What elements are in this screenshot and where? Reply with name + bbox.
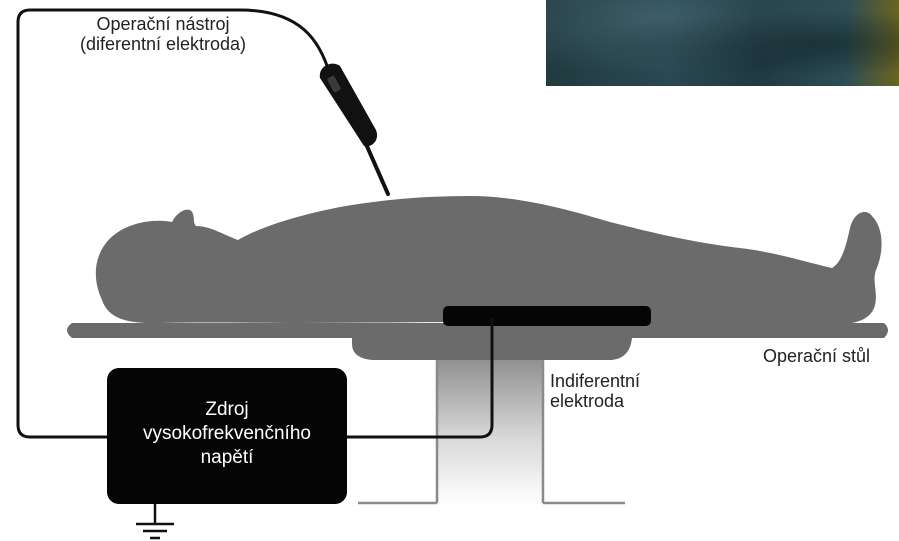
power-source-label: Zdroj vysokofrekvenčního napětí bbox=[107, 398, 347, 470]
instrument-label: Operační nástroj (diferentní elektroda) bbox=[48, 14, 278, 54]
indifferent-label-line1: Indiferentní bbox=[550, 371, 640, 391]
indifferent-label-line2: elektroda bbox=[550, 391, 640, 411]
surgical-instrument bbox=[320, 64, 388, 194]
power-label-line3: napětí bbox=[107, 446, 347, 470]
indifferent-electrode-pad bbox=[443, 306, 651, 326]
power-label-line2: vysokofrekvenčního bbox=[107, 422, 347, 446]
instrument-label-line2: (diferentní elektroda) bbox=[48, 34, 278, 54]
indifferent-electrode-label: Indiferentní elektroda bbox=[550, 371, 640, 411]
power-label-line1: Zdroj bbox=[107, 398, 347, 422]
instrument-label-line1: Operační nástroj bbox=[48, 14, 278, 34]
operating-table-label: Operační stůl bbox=[763, 346, 870, 366]
patient-body bbox=[96, 196, 882, 324]
power-source-box: Zdroj vysokofrekvenčního napětí bbox=[107, 368, 347, 504]
ground-symbol bbox=[136, 504, 174, 538]
